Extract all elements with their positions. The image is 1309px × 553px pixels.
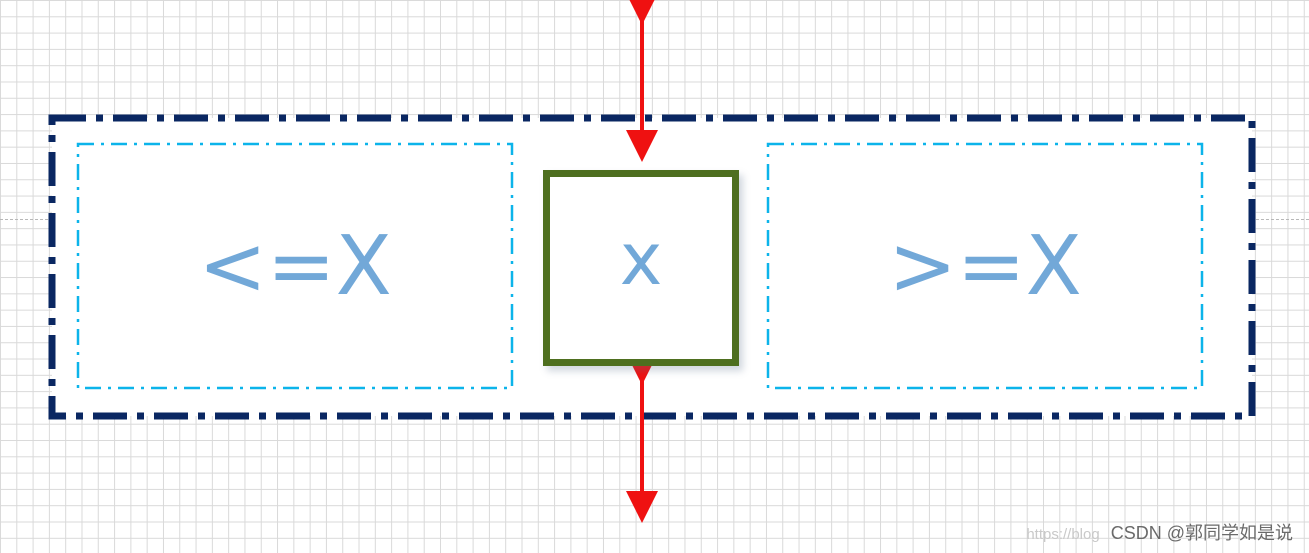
- left-region-label: <=X: [198, 219, 392, 314]
- left-region-border: [76, 142, 514, 390]
- right-region-border: [766, 142, 1204, 390]
- pivot-box: x: [543, 170, 739, 366]
- right-region-label: >=X: [888, 219, 1082, 314]
- watermark-url: https://blog: [1026, 526, 1100, 543]
- watermark-text: CSDN @郭同学如是说: [1110, 523, 1293, 543]
- watermark: https://blog CSDN @郭同学如是说: [1026, 519, 1293, 545]
- pivot-label: x: [619, 217, 663, 301]
